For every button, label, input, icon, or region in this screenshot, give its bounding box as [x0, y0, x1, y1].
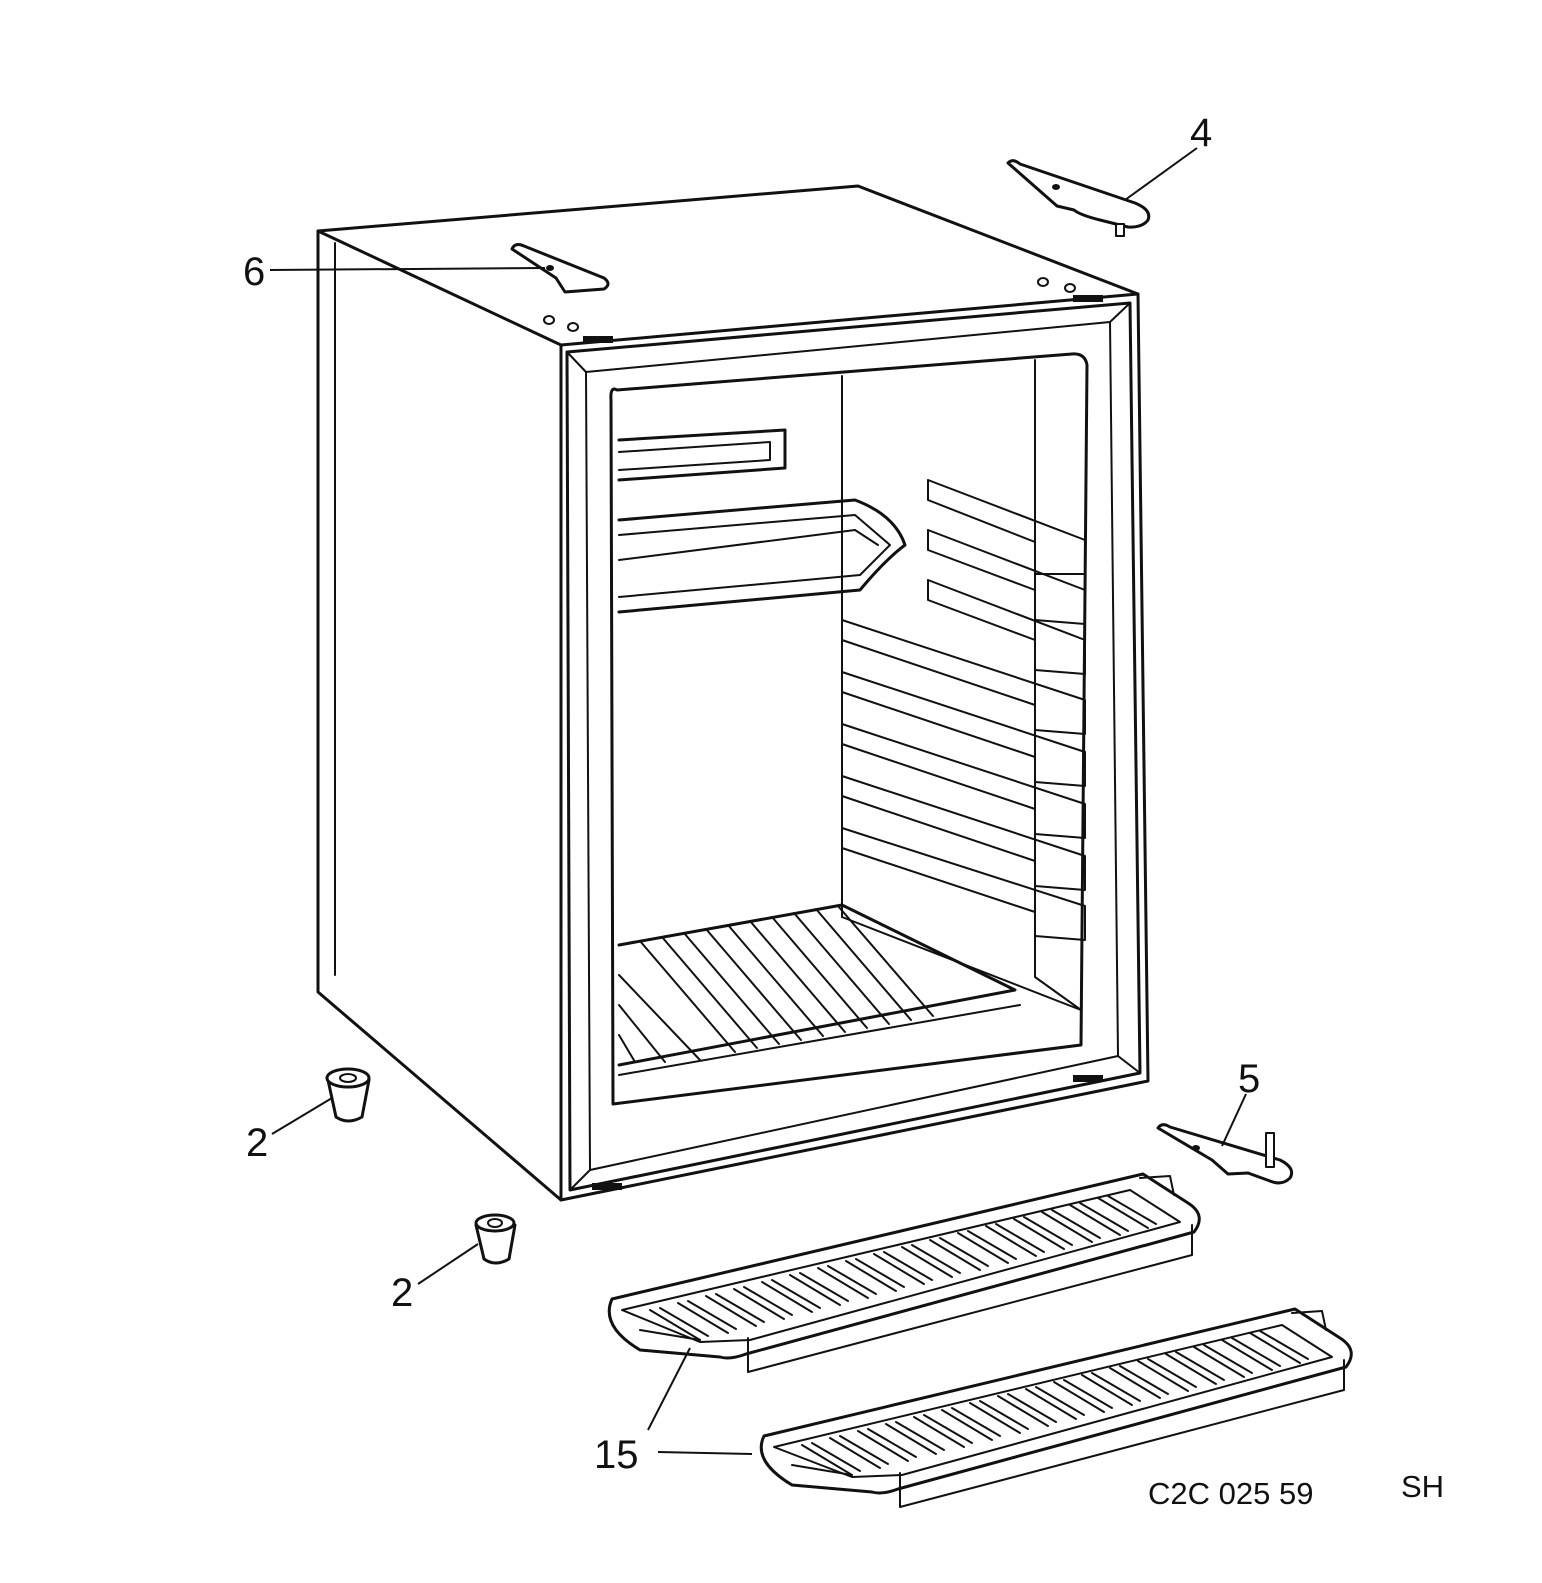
shelf-grid-upper-slots	[649, 1195, 1157, 1341]
drawing-code: C2C 025 59	[1148, 1476, 1313, 1511]
top-hinge-4: 4	[1006, 111, 1212, 237]
shelf-rails	[841, 479, 1086, 941]
bottom-hinge-5: 5	[1156, 1057, 1294, 1185]
callout-5: 5	[1238, 1057, 1260, 1101]
shelf-callout-15: 15	[594, 1347, 753, 1477]
freezer-compartment	[617, 428, 907, 614]
foot-left-2: 2	[246, 1067, 371, 1165]
bottom-grid	[617, 903, 1021, 1076]
callout-2-left: 2	[246, 1121, 268, 1165]
callout-6: 6	[243, 250, 265, 294]
foot-front-2: 2	[391, 1213, 517, 1315]
callout-15: 15	[594, 1433, 639, 1477]
shelf-grid-upper	[607, 1172, 1201, 1373]
shelf-grid-lower-slots	[801, 1330, 1309, 1476]
drawing-suffix: SH	[1401, 1469, 1444, 1504]
cabinet	[316, 184, 1150, 1202]
shelf-grid-lower	[759, 1307, 1353, 1508]
top-hinge-6: 6	[243, 243, 610, 294]
callout-4: 4	[1190, 111, 1212, 155]
callout-2-front: 2	[391, 1271, 413, 1315]
